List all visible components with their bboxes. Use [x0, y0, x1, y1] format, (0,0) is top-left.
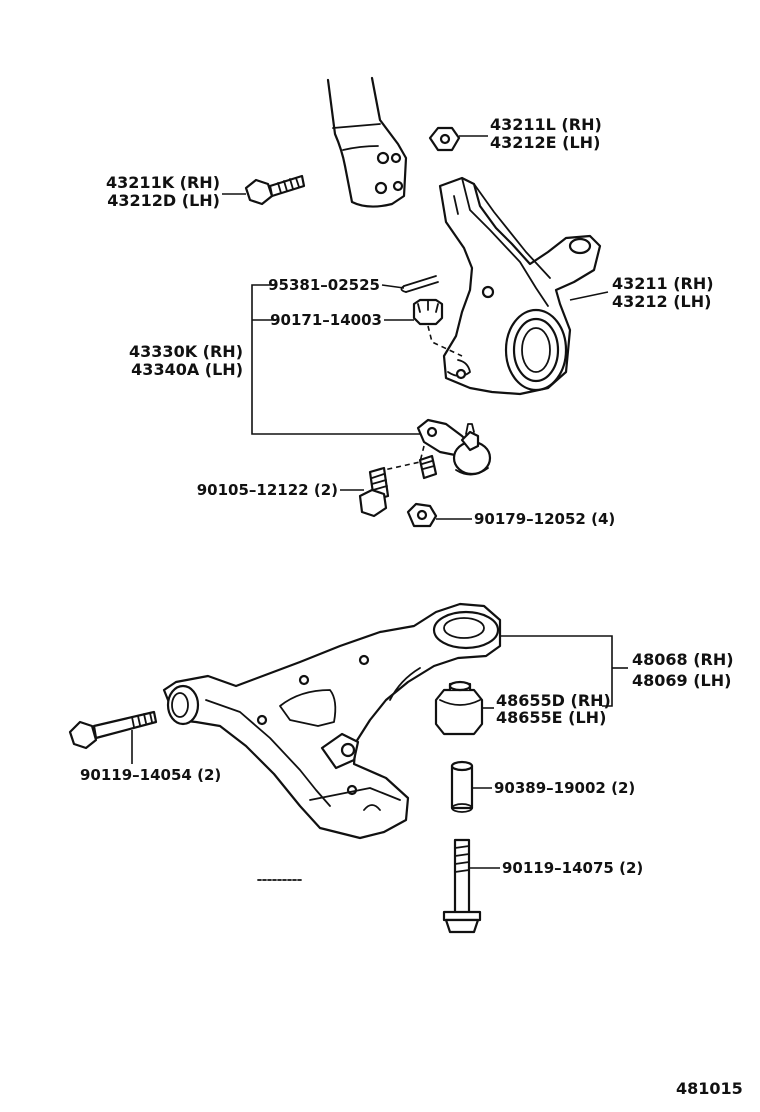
nut-icon — [406, 502, 438, 528]
label-front-bolt: 90119–14054 (2) — [80, 766, 221, 784]
label-collar: 90389–19002 (2) — [494, 779, 635, 797]
label-lower-arm-lh: 48069 (LH) — [632, 671, 731, 690]
label-rear-bolt: 90119–14075 (2) — [502, 859, 643, 877]
label-castle-nut: 90171–14003 — [270, 311, 382, 329]
label-ball-joint-lh: 43340A (LH) — [131, 360, 243, 379]
cotter-pin-icon — [400, 275, 439, 293]
ball-joint — [416, 418, 492, 476]
label-bushing-rh: 48655D (RH) — [496, 691, 611, 710]
long-bolt-vertical-icon — [442, 838, 482, 934]
label-ball-joint-bolt: 90105–12122 (2) — [197, 481, 338, 499]
long-bolt-icon — [68, 710, 158, 750]
label-bolt-top-lh: 43212D (LH) — [107, 191, 220, 210]
label-cotter-pin: 95381–02525 — [268, 276, 380, 294]
label-bushing-lh: 48655E (LH) — [496, 708, 606, 727]
flange-nut-icon — [428, 126, 461, 152]
label-lower-arm-rh: 48068 (RH) — [632, 650, 734, 669]
strut-lower-end — [326, 76, 408, 208]
label-nut-top-lh: 43212E (LH) — [490, 133, 600, 152]
bolt-icon — [358, 466, 390, 518]
bushing-icon — [434, 680, 484, 736]
label-ball-joint-nut: 90179–12052 (4) — [474, 510, 615, 528]
diagram-number: 481015 — [676, 1079, 743, 1098]
label-ball-joint-rh: 43330K (RH) — [129, 342, 243, 361]
castle-nut-icon — [412, 298, 444, 326]
label-knuckle-rh: 43211 (RH) — [612, 274, 714, 293]
label-bolt-top-rh: 43211K (RH) — [106, 173, 220, 192]
stud-icon — [418, 454, 438, 480]
steering-knuckle — [438, 176, 602, 396]
label-knuckle-lh: 43212 (LH) — [612, 292, 711, 311]
collar-icon — [450, 760, 474, 813]
flange-bolt-icon — [244, 174, 306, 206]
lower-control-arm — [162, 602, 502, 840]
label-nut-top-rh: 43211L (RH) — [490, 115, 602, 134]
